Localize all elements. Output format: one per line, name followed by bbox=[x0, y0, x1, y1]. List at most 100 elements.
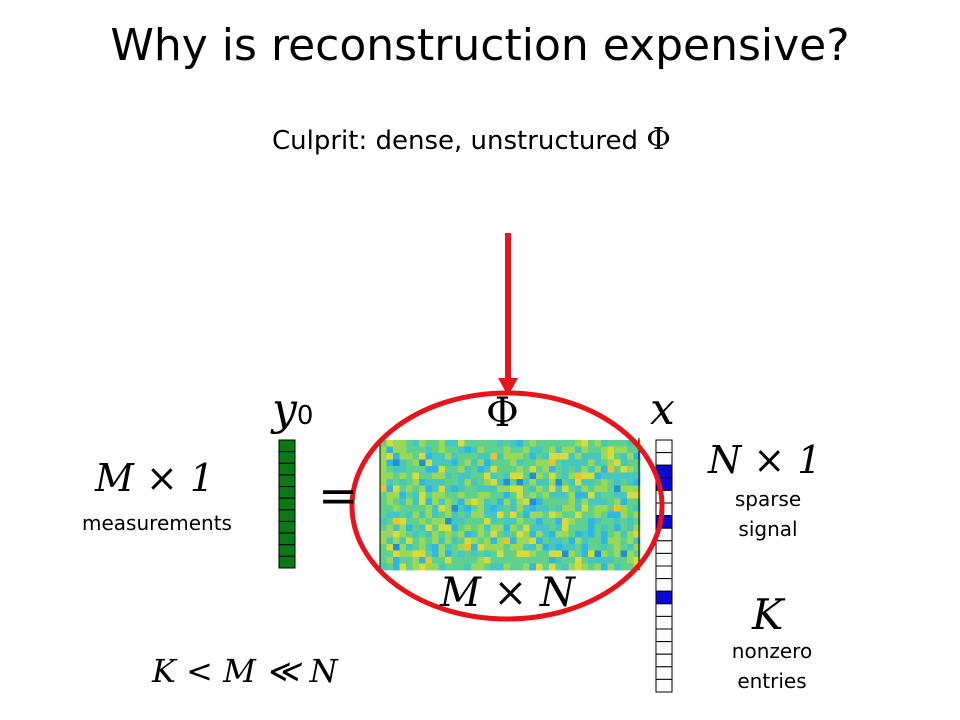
matrix-cell bbox=[529, 498, 537, 506]
matrix-cell bbox=[555, 453, 563, 460]
matrix-cell bbox=[503, 466, 511, 473]
matrix-cell bbox=[490, 466, 498, 473]
matrix-cell bbox=[614, 557, 621, 564]
matrix-cell bbox=[529, 524, 537, 532]
matrix-cell bbox=[633, 511, 641, 519]
matrix-cell bbox=[516, 531, 524, 538]
matrix-cell bbox=[568, 505, 576, 512]
matrix-cell bbox=[484, 537, 491, 545]
matrix-cell bbox=[601, 472, 608, 480]
matrix-cell bbox=[575, 479, 582, 486]
matrix-cell bbox=[471, 485, 478, 493]
matrix-cell bbox=[620, 466, 628, 473]
matrix-cell bbox=[601, 498, 608, 506]
matrix-cell bbox=[549, 446, 556, 454]
matrix-cell bbox=[477, 485, 485, 493]
matrix-cell bbox=[432, 544, 439, 551]
k-label: K bbox=[752, 590, 784, 639]
matrix-cell bbox=[380, 544, 387, 551]
matrix-cell bbox=[471, 524, 478, 532]
matrix-cell bbox=[627, 498, 634, 506]
matrix-cell bbox=[633, 446, 641, 454]
matrix-cell bbox=[529, 557, 537, 564]
matrix-cell bbox=[484, 466, 491, 473]
matrix-cell bbox=[497, 498, 504, 506]
matrix-cell bbox=[588, 453, 595, 460]
matrix-cell bbox=[464, 563, 472, 571]
signal-entry-zero bbox=[655, 578, 673, 592]
matrix-cell bbox=[594, 563, 602, 571]
matrix-cell bbox=[588, 544, 595, 551]
matrix-cell bbox=[627, 550, 634, 558]
matrix-cell bbox=[588, 459, 595, 467]
matrix-cell bbox=[484, 459, 491, 467]
matrix-cell bbox=[594, 524, 602, 532]
matrix-cell bbox=[575, 485, 582, 493]
matrix-cell bbox=[614, 446, 621, 454]
matrix-cell bbox=[516, 479, 524, 486]
matrix-cell bbox=[477, 440, 485, 447]
matrix-cell bbox=[503, 557, 511, 564]
matrix-cell bbox=[464, 472, 472, 480]
matrix-cell bbox=[510, 557, 517, 564]
matrix-cell bbox=[380, 459, 387, 467]
matrix-cell bbox=[438, 485, 446, 493]
matrix-cell bbox=[620, 492, 628, 499]
matrix-cell bbox=[575, 440, 582, 447]
matrix-cell bbox=[464, 479, 472, 486]
matrix-cell bbox=[490, 472, 498, 480]
matrix-cell bbox=[432, 446, 439, 454]
matrix-cell bbox=[406, 498, 413, 506]
matrix-cell bbox=[497, 563, 504, 571]
matrix-cell bbox=[464, 492, 472, 499]
matrix-cell bbox=[386, 440, 394, 447]
matrix-cell bbox=[542, 492, 550, 499]
matrix-cell bbox=[575, 557, 582, 564]
matrix-cell bbox=[607, 544, 615, 551]
measurement-caption: measurements bbox=[82, 511, 232, 535]
matrix-cell bbox=[529, 479, 537, 486]
matrix-cell bbox=[510, 453, 517, 460]
matrix-cell bbox=[510, 505, 517, 512]
matrix-cell bbox=[503, 459, 511, 467]
matrix-cell bbox=[451, 518, 459, 525]
matrix-cell bbox=[464, 531, 472, 538]
matrix-cell bbox=[438, 544, 446, 551]
matrix-cell bbox=[555, 485, 563, 493]
matrix-cell bbox=[393, 563, 400, 571]
matrix-cell bbox=[451, 453, 459, 460]
matrix-cell bbox=[425, 544, 433, 551]
matrix-cell bbox=[562, 472, 569, 480]
matrix-cell bbox=[471, 466, 478, 473]
matrix-cell bbox=[633, 498, 641, 506]
matrix-cell bbox=[562, 531, 569, 538]
matrix-cell bbox=[419, 511, 426, 519]
matrix-cell bbox=[464, 453, 472, 460]
matrix-cell bbox=[451, 531, 459, 538]
matrix-cell bbox=[575, 511, 582, 519]
matrix-cell bbox=[568, 459, 576, 467]
matrix-cell bbox=[393, 446, 400, 454]
matrix-cell bbox=[627, 479, 634, 486]
matrix-cell bbox=[497, 531, 504, 538]
matrix-cell bbox=[542, 544, 550, 551]
matrix-cell bbox=[614, 479, 621, 486]
matrix-cell bbox=[412, 466, 420, 473]
matrix-cell bbox=[523, 537, 530, 545]
matrix-cell bbox=[399, 563, 407, 571]
matrix-cell bbox=[477, 498, 485, 506]
matrix-cell bbox=[542, 550, 550, 558]
matrix-cell bbox=[542, 459, 550, 467]
matrix-cell bbox=[399, 453, 407, 460]
matrix-cell bbox=[399, 537, 407, 545]
measurement-entry bbox=[278, 474, 296, 488]
matrix-cell bbox=[562, 466, 569, 473]
matrix-cell bbox=[614, 459, 621, 467]
matrix-cell bbox=[562, 557, 569, 564]
matrix-cell bbox=[607, 550, 615, 558]
matrix-cell bbox=[536, 498, 543, 506]
matrix-cell bbox=[438, 479, 446, 486]
matrix-cell bbox=[393, 537, 400, 545]
matrix-cell bbox=[490, 544, 498, 551]
signal-caption: sparse signal bbox=[708, 484, 828, 544]
